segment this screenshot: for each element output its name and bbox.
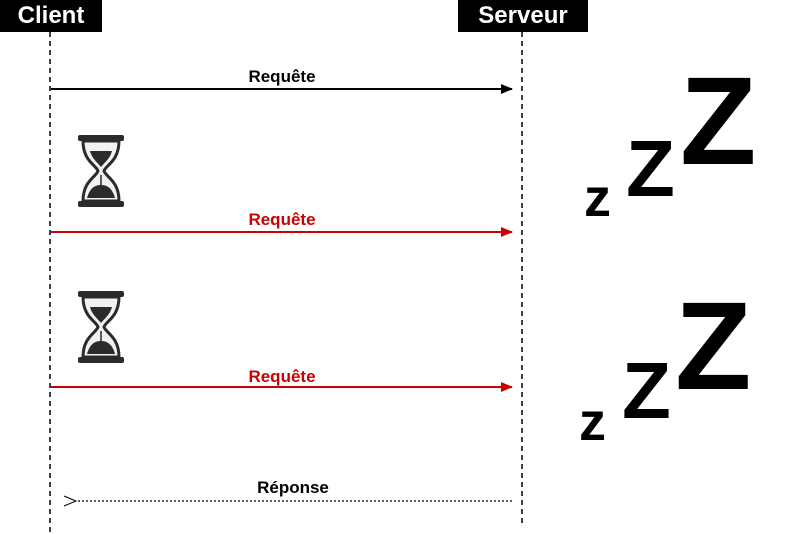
svg-text:z: z [579, 392, 606, 452]
svg-text:z: z [584, 168, 611, 228]
sleep-zzz-icon: z Z Z [579, 277, 751, 452]
server-participant: Serveur [458, 0, 588, 32]
hourglass-icon [76, 133, 126, 209]
request-label-3: Requête [248, 367, 315, 386]
response-label: Réponse [257, 478, 329, 497]
svg-text:Z: Z [675, 277, 751, 416]
request-label-2: Requête [248, 210, 315, 229]
svg-text:Z: Z [626, 124, 675, 213]
client-participant: Client [0, 0, 102, 32]
request-label-1: Requête [248, 67, 315, 86]
svg-text:Z: Z [680, 52, 756, 191]
svg-text:Z: Z [622, 346, 671, 435]
sleep-zzz-icon: z Z Z [584, 52, 756, 228]
hourglass-icon [76, 289, 126, 365]
